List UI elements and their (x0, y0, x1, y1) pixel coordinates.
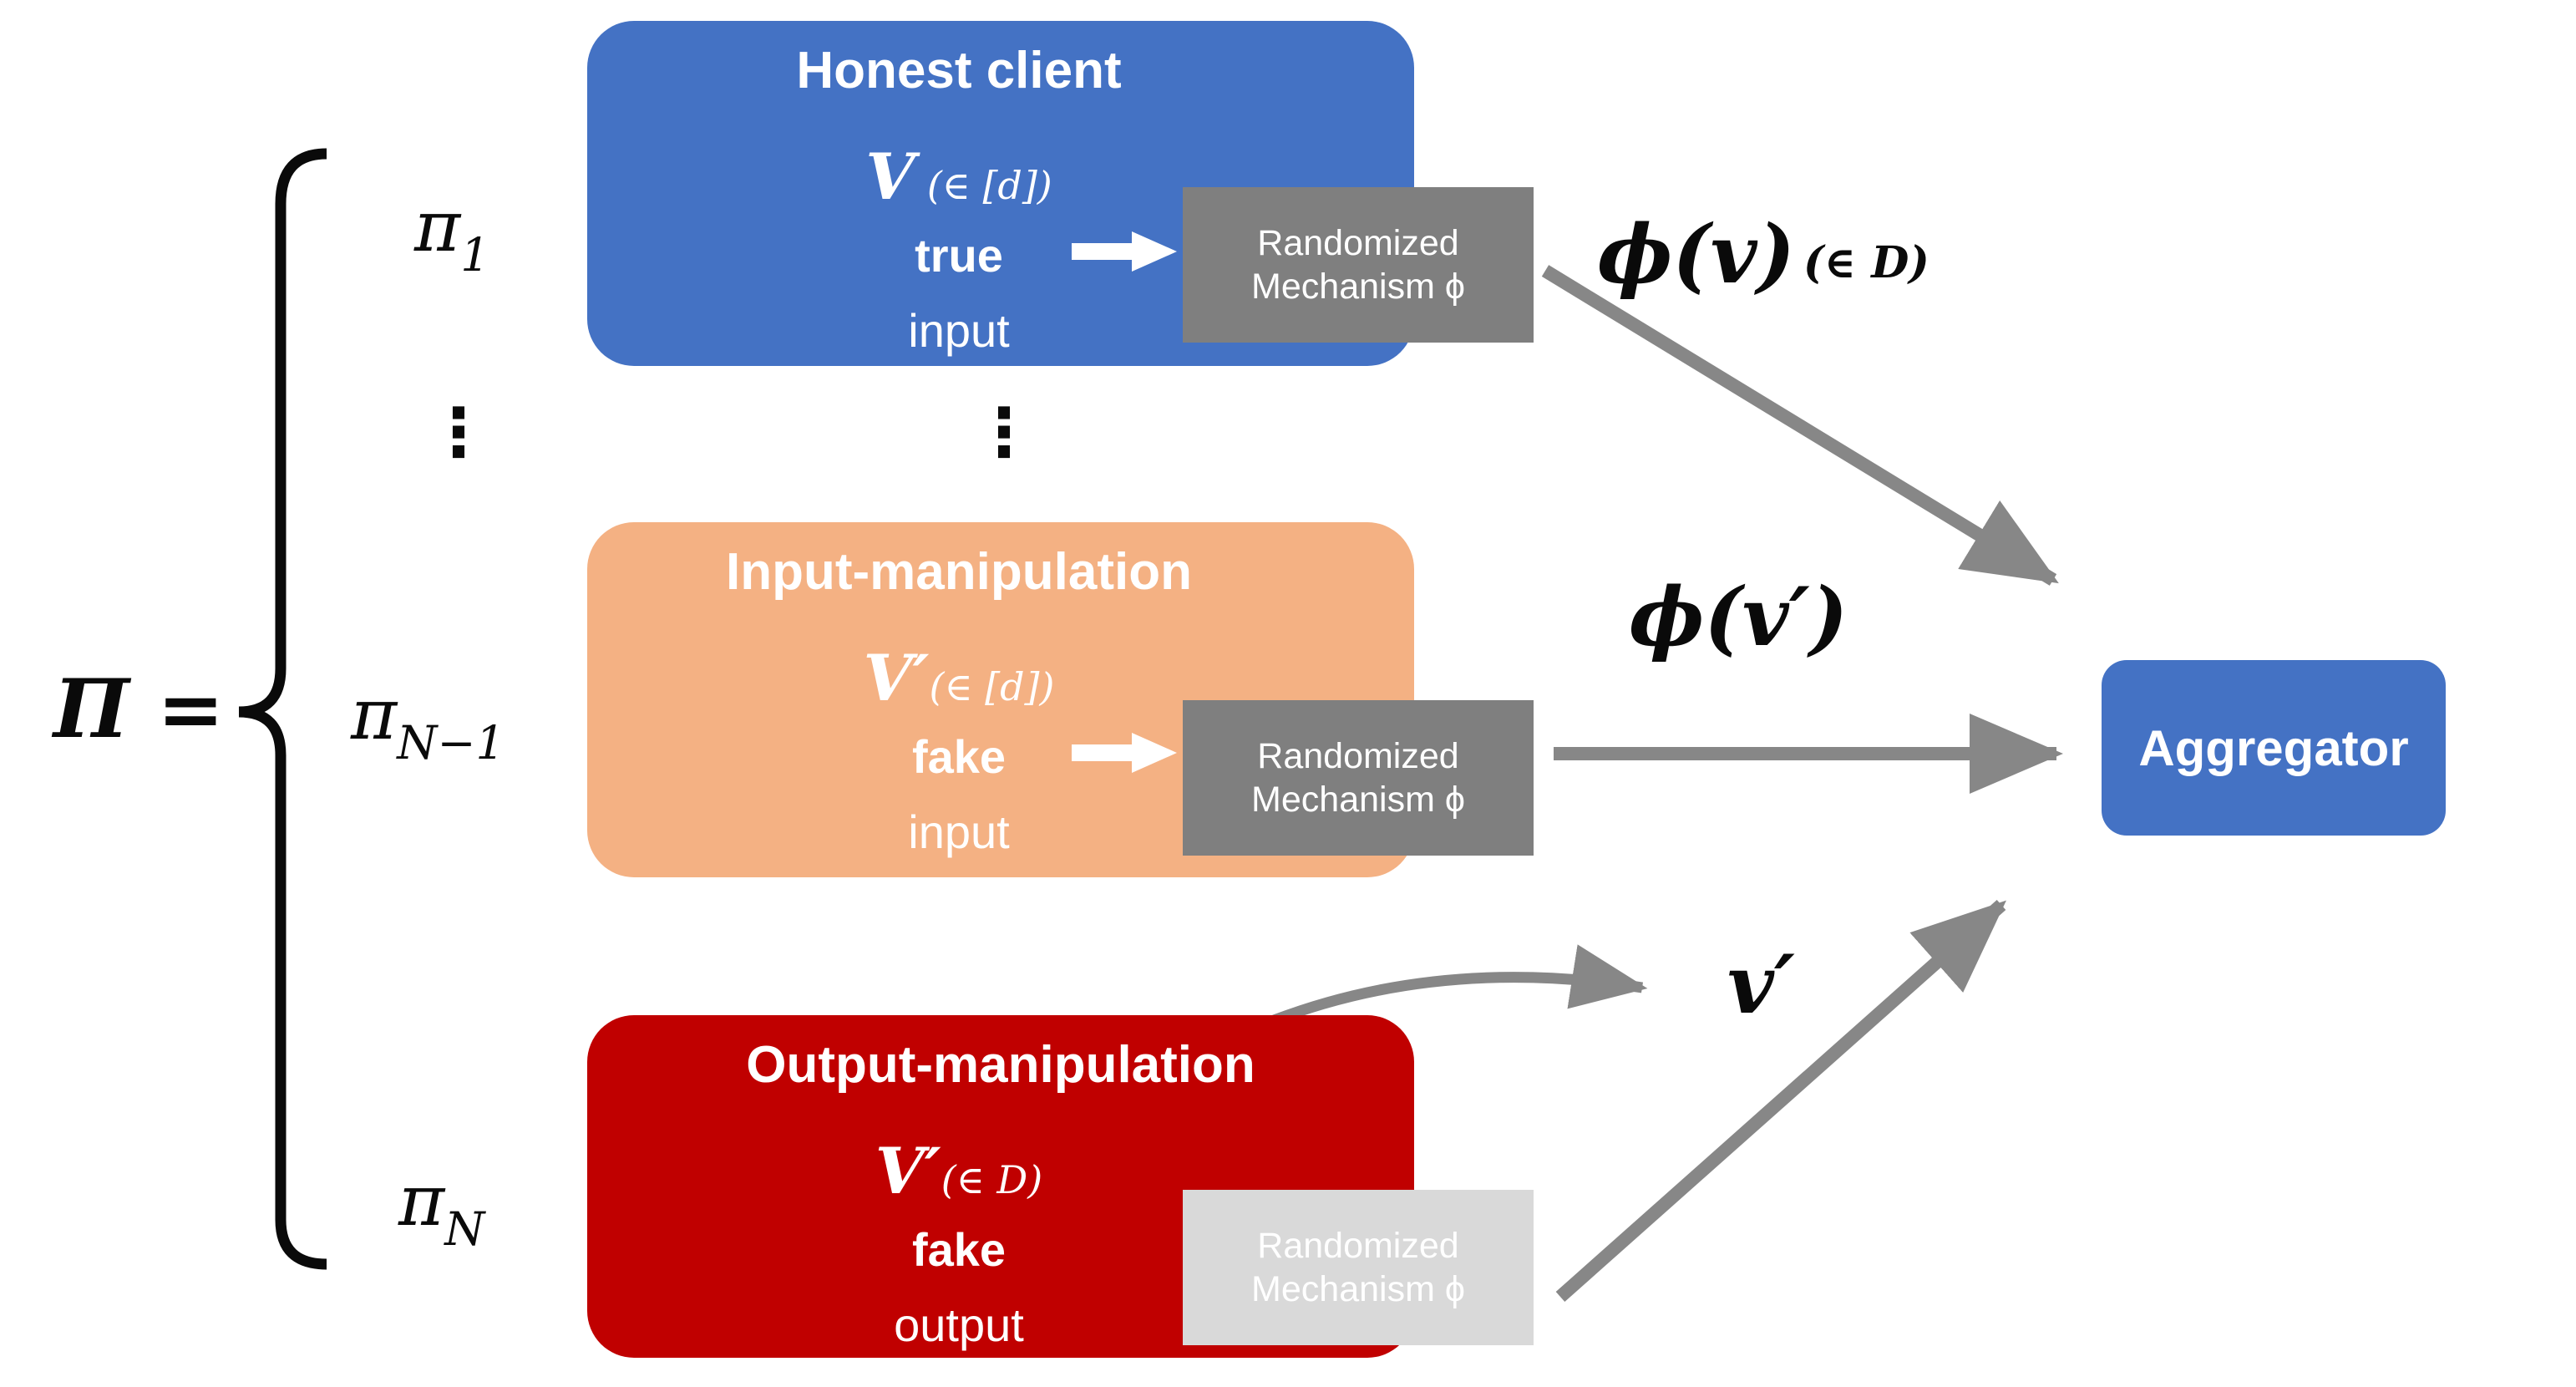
honest-client-io: input (908, 304, 1010, 357)
output-manipulation-report-label: v′ (1727, 937, 1795, 1032)
pi-n-base: π (398, 1160, 445, 1242)
mechanism-line-2: Mechanism ϕ (1251, 780, 1465, 820)
output-manipulation-value: V′(∈ D) (587, 1134, 1331, 1214)
set-brace (238, 148, 327, 1270)
phi-v-prime-text: ϕ(v′) (1629, 570, 1848, 664)
honest-client-title: Honest client (796, 42, 1122, 99)
client-index-pi-1: π1 (414, 185, 489, 282)
v-prime-text: v′ (1727, 937, 1796, 1032)
pi-1-sub: 1 (460, 228, 490, 282)
output-manipulation-title: Output-manipulation (746, 1036, 1255, 1094)
phi-v-domain: (∈ D) (1803, 237, 1929, 288)
arrow-honest-to-aggregator (1541, 265, 2059, 586)
mechanism-line-2: Mechanism ϕ (1251, 267, 1465, 307)
randomized-mechanism-box-output-manipulation: Randomized Mechanism ϕ (1183, 1190, 1534, 1345)
mechanism-line-1: Randomized (1257, 222, 1459, 263)
aggregator-box: Aggregator (2102, 660, 2446, 836)
honest-client-qualifier: true (915, 229, 1003, 282)
input-manipulation-title: Input-manipulation (726, 543, 1192, 601)
output-manipulation-qualifier: fake (911, 1223, 1007, 1276)
flow-arrow-icon (1072, 733, 1177, 773)
ellipsis-left: ⋮ (425, 394, 492, 471)
input-manipulation-report-label: ϕ(v′) (1629, 570, 1848, 664)
randomized-mechanism-box-honest: Randomized Mechanism ϕ (1183, 187, 1534, 343)
phi-v-text: ϕ(v) (1597, 207, 1795, 302)
set-definition-label: Π = (53, 662, 225, 756)
value-domain: (∈ [d]) (929, 664, 1055, 709)
value-domain: (∈ D) (941, 1157, 1043, 1202)
mechanism-line-2: Mechanism ϕ (1251, 1269, 1465, 1309)
pi-n-minus-1-sub: N−1 (397, 716, 505, 770)
mechanism-line-1: Randomized (1257, 1225, 1459, 1266)
output-manipulation-io: output (894, 1298, 1024, 1351)
flow-arrow-icon (1072, 231, 1177, 272)
value-domain: (∈ [d]) (915, 163, 1052, 208)
honest-client-value: V (∈ [d]) (587, 140, 1331, 220)
script-v-prime: V′ (875, 1134, 941, 1208)
input-manipulation-qualifier: fake (911, 730, 1007, 783)
client-index-pi-n-minus-1: πN−1 (351, 673, 505, 770)
pi-n-sub: N (444, 1202, 485, 1256)
input-manipulation-value: V′(∈ [d]) (587, 641, 1331, 721)
randomized-mechanism-box-input-manipulation: Randomized Mechanism ϕ (1183, 700, 1534, 856)
pi-n-minus-1-base: π (351, 673, 398, 755)
script-v: V (865, 140, 915, 214)
ellipsis-center: ⋮ (971, 394, 1037, 471)
aggregator-label: Aggregator (2138, 719, 2409, 776)
mechanism-line-1: Randomized (1257, 735, 1459, 776)
pi-1-base: π (414, 185, 461, 267)
honest-report-label: ϕ(v)(∈ D) (1597, 207, 1929, 302)
client-index-pi-n: πN (398, 1160, 484, 1256)
script-v-prime: V′ (863, 641, 930, 715)
input-manipulation-io: input (908, 805, 1010, 858)
